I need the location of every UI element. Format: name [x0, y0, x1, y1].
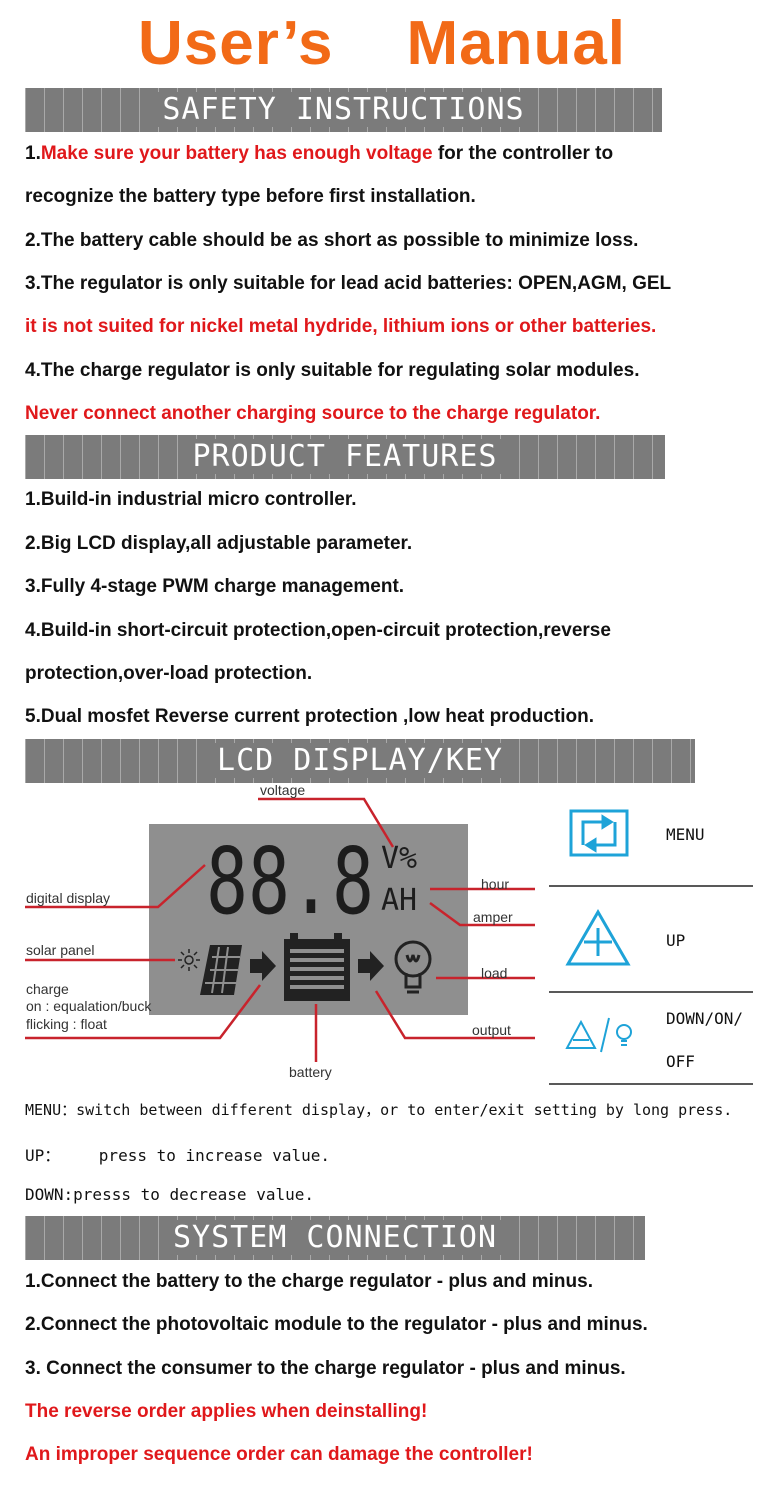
label-charge-on: on : equalation/buck — [26, 998, 152, 1014]
features-line-2: 2.Big LCD display,all adjustable paramet… — [25, 533, 413, 554]
label-amper: amper — [473, 909, 513, 925]
features-line-3: 3.Fully 4-stage PWM charge management. — [25, 576, 405, 597]
up-description: UP： press to increase value. — [25, 1146, 330, 1165]
sun-icon — [178, 949, 200, 971]
connection-line-3: 3. Connect the consumer to the charge re… — [25, 1358, 626, 1379]
connection-line-5: An improper sequence order can damage th… — [25, 1444, 533, 1465]
lcd-digits: 88.8 — [206, 828, 374, 935]
menu-description: MENU：switch between different display，or… — [25, 1101, 733, 1119]
label-battery: battery — [289, 1064, 332, 1080]
lcd-heading-banner: LCD DISPLAY/KEY — [25, 739, 695, 783]
features-line-1: 1.Build-in industrial micro controller. — [25, 489, 357, 510]
label-charge: charge — [26, 981, 69, 997]
battery-icon — [284, 933, 350, 1001]
down-key-icon — [565, 1017, 632, 1053]
label-digital-display: digital display — [26, 890, 111, 906]
label-output: output — [472, 1022, 511, 1038]
safety-line-5: it is not suited for nickel metal hydrid… — [25, 316, 657, 337]
features-line-5: protection,over-load protection. — [25, 663, 313, 684]
key-column — [549, 809, 753, 1085]
lcd-unit-top: V% — [381, 841, 417, 876]
label-load: load — [481, 965, 508, 981]
label-solar-panel: solar panel — [26, 942, 95, 958]
key-menu-label: MENU — [666, 825, 705, 844]
lcd-heading: LCD DISPLAY/KEY — [213, 743, 507, 778]
safety-line-1-rest: for the controller to — [432, 143, 614, 164]
connection-line-4: The reverse order applies when deinstall… — [25, 1401, 428, 1422]
safety-line-1: 1.Make sure your battery has enough volt… — [25, 143, 613, 165]
label-voltage: voltage — [260, 782, 306, 798]
features-heading: PRODUCT FEATURES — [188, 439, 502, 474]
key-up-label: UP — [666, 931, 686, 950]
safety-line-3: 2.The battery cable should be as short a… — [25, 230, 639, 251]
arrow-right-icon — [358, 951, 384, 981]
features-line-4: 4.Build-in short-circuit protection,open… — [25, 620, 611, 641]
bulb-icon — [394, 940, 432, 994]
up-key-icon — [565, 908, 631, 966]
connection-line-1: 1.Connect the battery to the charge regu… — [25, 1271, 593, 1292]
features-line-6: 5.Dual mosfet Reverse current protection… — [25, 706, 595, 727]
lcd-diagram: 88.8 V% AH — [25, 797, 535, 1062]
safety-line-1-red: Make sure your battery has enough voltag… — [40, 143, 433, 164]
label-charge-flicking: flicking : float — [26, 1016, 107, 1032]
connection-heading-banner: SYSTEM CONNECTION — [25, 1216, 645, 1260]
solar-panel-icon — [200, 945, 242, 995]
menu-key-icon — [569, 809, 629, 857]
callout-lines — [25, 797, 535, 1062]
down-description: DOWN:presss to decrease value. — [25, 1185, 314, 1204]
label-hour: hour — [481, 876, 510, 892]
safety-line-1-num: 1. — [25, 143, 41, 164]
page-title: User’s Manual — [137, 9, 627, 78]
safety-heading-banner: SAFETY INSTRUCTIONS — [25, 88, 662, 132]
connection-heading: SYSTEM CONNECTION — [168, 1220, 502, 1255]
safety-line-6: 4.The charge regulator is only suitable … — [25, 360, 640, 381]
safety-line-2: recognize the battery type before first … — [25, 186, 476, 207]
safety-line-4: 3.The regulator is only suitable for lea… — [25, 273, 672, 294]
connection-line-2: 2.Connect the photovoltaic module to the… — [25, 1314, 648, 1335]
features-heading-banner: PRODUCT FEATURES — [25, 435, 665, 479]
lcd-unit-bottom: AH — [381, 883, 417, 918]
key-down-label-2: OFF — [666, 1052, 695, 1071]
key-down-label-1: DOWN/ON/ — [666, 1009, 744, 1028]
arrow-right-icon — [250, 951, 276, 981]
safety-line-7: Never connect another charging source to… — [25, 403, 601, 424]
safety-heading: SAFETY INSTRUCTIONS — [158, 92, 529, 127]
